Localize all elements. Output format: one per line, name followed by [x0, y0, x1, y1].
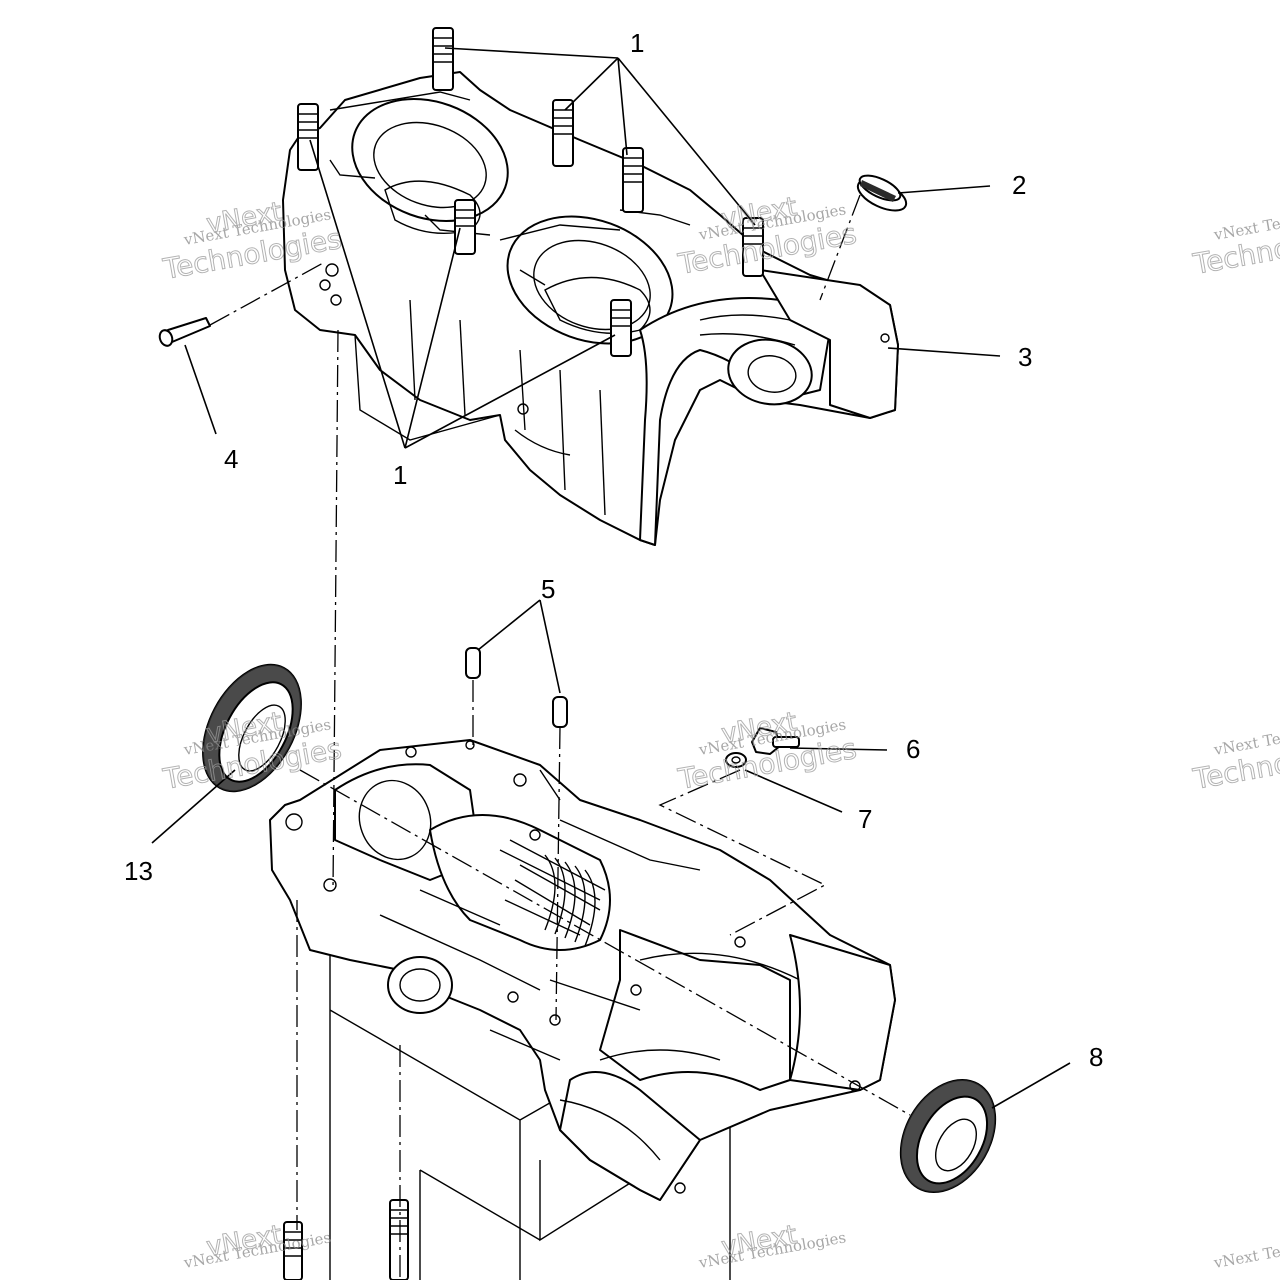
assembly-centerlines [209, 194, 911, 1280]
part-8-oil-seal [899, 1078, 997, 1194]
part-2-plug [856, 174, 908, 212]
lower-studs [283, 1199, 409, 1280]
callout-numbers: 1 1 2 3 4 5 6 7 8 13 [124, 28, 1103, 1072]
callout-1-bottom: 1 [393, 460, 407, 490]
cylinder-studs [297, 27, 764, 357]
callout-1-top: 1 [630, 28, 644, 58]
part-6-7-bolt-washer [725, 727, 800, 768]
callout-8: 8 [1089, 1042, 1103, 1072]
callout-13: 13 [124, 856, 153, 886]
callout-7: 7 [858, 804, 872, 834]
upper-crankcase [282, 71, 899, 546]
callout-6: 6 [906, 734, 920, 764]
lower-crankcase [269, 739, 896, 1280]
callout-4: 4 [224, 444, 238, 474]
callout-3: 3 [1018, 342, 1032, 372]
leader-lines [151, 47, 1071, 1109]
part-5-dowel-pins [465, 647, 568, 728]
callout-5: 5 [541, 574, 555, 604]
callout-2: 2 [1012, 170, 1026, 200]
part-4-dowel [158, 317, 211, 347]
part-13-oil-seal [202, 663, 302, 793]
watermark-line1: vNext Technologies [1212, 1228, 1280, 1272]
